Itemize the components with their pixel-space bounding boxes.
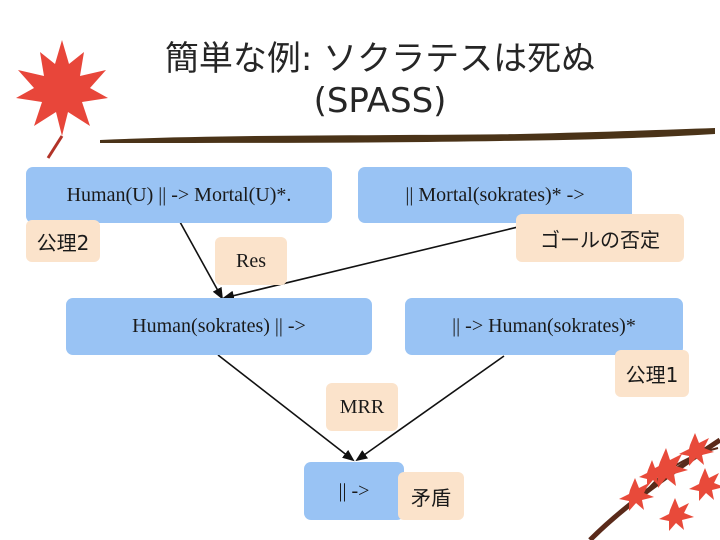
clause-node-4: || -> Human(sokrates)* — [405, 298, 683, 355]
slide-title-line1: 簡単な例: ソクラテスは死ぬ — [164, 39, 596, 79]
maple-leaf-icon — [16, 40, 108, 159]
maple-branch-icon — [588, 433, 720, 540]
label-contradiction: 矛盾 — [398, 472, 464, 520]
clause-node-3: Human(sokrates) || -> — [66, 298, 372, 355]
slide-title-line2: (SPASS) — [313, 81, 447, 121]
edge-clause3-to-clause5 — [217, 354, 355, 462]
edge-clause1-to-clause3 — [179, 221, 223, 300]
clause-node-2: || Mortal(sokrates)* -> — [358, 167, 632, 223]
title-divider — [100, 128, 715, 143]
clause-node-1: Human(U) || -> Mortal(U)*. — [26, 167, 332, 223]
label-res: Res — [215, 237, 287, 285]
label-axiom-2: 公理2 — [26, 220, 100, 262]
label-axiom-1: 公理1 — [615, 350, 689, 397]
edge-clause4-to-clause5 — [355, 355, 505, 462]
edge-clause2-to-clause3 — [222, 225, 523, 301]
label-mrr: MRR — [326, 383, 398, 431]
slide-title: 簡単な例: ソクラテスは死ぬ (SPASS) — [100, 38, 660, 122]
clause-node-5: || -> — [304, 462, 404, 520]
label-goal-negation: ゴールの否定 — [516, 214, 684, 262]
